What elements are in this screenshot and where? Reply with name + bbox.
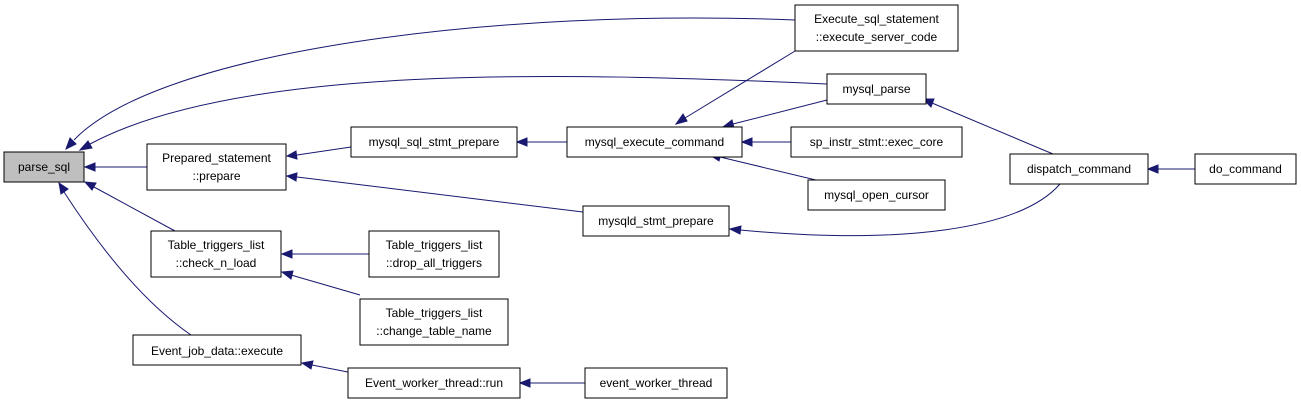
node-label: Event_worker_thread::run — [365, 376, 503, 390]
node-table-triggers-drop-all-triggers[interactable]: Table_triggers_list ::drop_all_triggers — [368, 230, 500, 278]
node-label-line-2: ::prepare — [192, 169, 240, 183]
node-label: mysql_parse — [842, 82, 910, 96]
node-sp-instr-stmt-exec-core[interactable]: sp_instr_stmt::exec_core — [790, 126, 963, 158]
edge-mysqld-stmt-prepare-to-prepared-statement — [285, 172, 584, 213]
node-table-triggers-check-n-load[interactable]: Table_triggers_list ::check_n_load — [150, 230, 282, 278]
node-mysql-sql-stmt-prepare[interactable]: mysql_sql_stmt_prepare — [350, 126, 518, 158]
node-event-worker-thread[interactable]: event_worker_thread — [584, 367, 728, 399]
node-label: Event_job_data::execute — [151, 344, 283, 358]
edge-change-table-name-to-check-n-load — [280, 270, 361, 296]
edge-execute-sql-statement-to-parse-sql — [65, 17, 796, 151]
node-mysql-execute-command[interactable]: mysql_execute_command — [566, 126, 743, 158]
node-mysql-open-cursor[interactable]: mysql_open_cursor — [807, 179, 946, 211]
edge-mysql-parse-to-mysql-execute-command — [721, 99, 828, 129]
node-label: event_worker_thread — [600, 376, 713, 390]
node-label-line-2: ::execute_server_code — [816, 30, 938, 44]
node-label: mysql_execute_command — [585, 135, 724, 149]
node-mysqld-stmt-prepare[interactable]: mysqld_stmt_prepare — [582, 205, 730, 237]
edge-mysql-execute-command-to-mysql-sql-stmt-prepare — [515, 137, 567, 147]
node-mysql-parse[interactable]: mysql_parse — [826, 73, 927, 105]
node-label: sp_instr_stmt::exec_core — [810, 135, 944, 149]
node-label-line-1: Table_triggers_list — [168, 238, 265, 252]
node-label: mysql_sql_stmt_prepare — [369, 135, 500, 149]
node-label-line-1: Table_triggers_list — [386, 306, 483, 320]
edge-sp-instr-stmt-to-mysql-execute-command — [740, 137, 791, 147]
node-do-command[interactable]: do_command — [1194, 153, 1297, 185]
node-label-line-2: ::check_n_load — [176, 256, 257, 270]
edge-event-worker-thread-to-run — [518, 378, 585, 388]
node-label: do_command — [1209, 162, 1282, 176]
node-event-worker-thread-run[interactable]: Event_worker_thread::run — [347, 367, 521, 399]
edge-mysql-sql-stmt-prepare-to-prepared-statement — [285, 146, 352, 160]
edge-prepared-statement-prepare-to-parse-sql — [83, 162, 147, 172]
node-event-job-data-execute[interactable]: Event_job_data::execute — [132, 334, 302, 366]
node-parse-sql: parse_sql — [3, 151, 85, 183]
node-label-line-2: ::drop_all_triggers — [386, 256, 482, 270]
node-label-parse-sql: parse_sql — [18, 160, 70, 174]
node-execute-sql-statement[interactable]: Execute_sql_statement ::execute_server_c… — [794, 4, 959, 52]
edge-do-command-to-dispatch-command — [1146, 164, 1195, 174]
node-dispatch-command[interactable]: dispatch_command — [1009, 153, 1149, 185]
node-label-line-1: Execute_sql_statement — [814, 12, 939, 26]
edge-execute-sql-statement-to-mysql-execute-command — [674, 47, 801, 125]
node-box-parse-sql — [3, 151, 85, 183]
node-label: mysql_open_cursor — [824, 188, 929, 202]
edge-event-worker-thread-run-to-execute — [300, 360, 354, 374]
node-label-line-1: Prepared_statement — [162, 151, 271, 165]
node-label-line-1: Table_triggers_list — [386, 238, 483, 252]
node-label-line-2: ::change_table_name — [376, 324, 492, 338]
node-prepared-statement-prepare[interactable]: Prepared_statement ::prepare — [146, 143, 287, 191]
nodes: parse_sql Prepared_statement ::prepare T… — [3, 4, 1297, 399]
node-label: mysqld_stmt_prepare — [598, 214, 714, 228]
node-label: dispatch_command — [1027, 162, 1131, 176]
edge-dispatch-command-to-mysqld-stmt-prepare — [728, 183, 1061, 237]
edge-mysql-parse-to-parse-sql — [78, 75, 828, 151]
edges — [58, 17, 1195, 388]
node-table-triggers-change-table-name[interactable]: Table_triggers_list ::change_table_name — [359, 298, 509, 346]
edge-drop-all-triggers-to-check-n-load — [280, 249, 369, 259]
edge-check-n-load-to-parse-sql — [83, 181, 176, 232]
edge-event-job-data-execute-to-parse-sql — [58, 181, 192, 336]
